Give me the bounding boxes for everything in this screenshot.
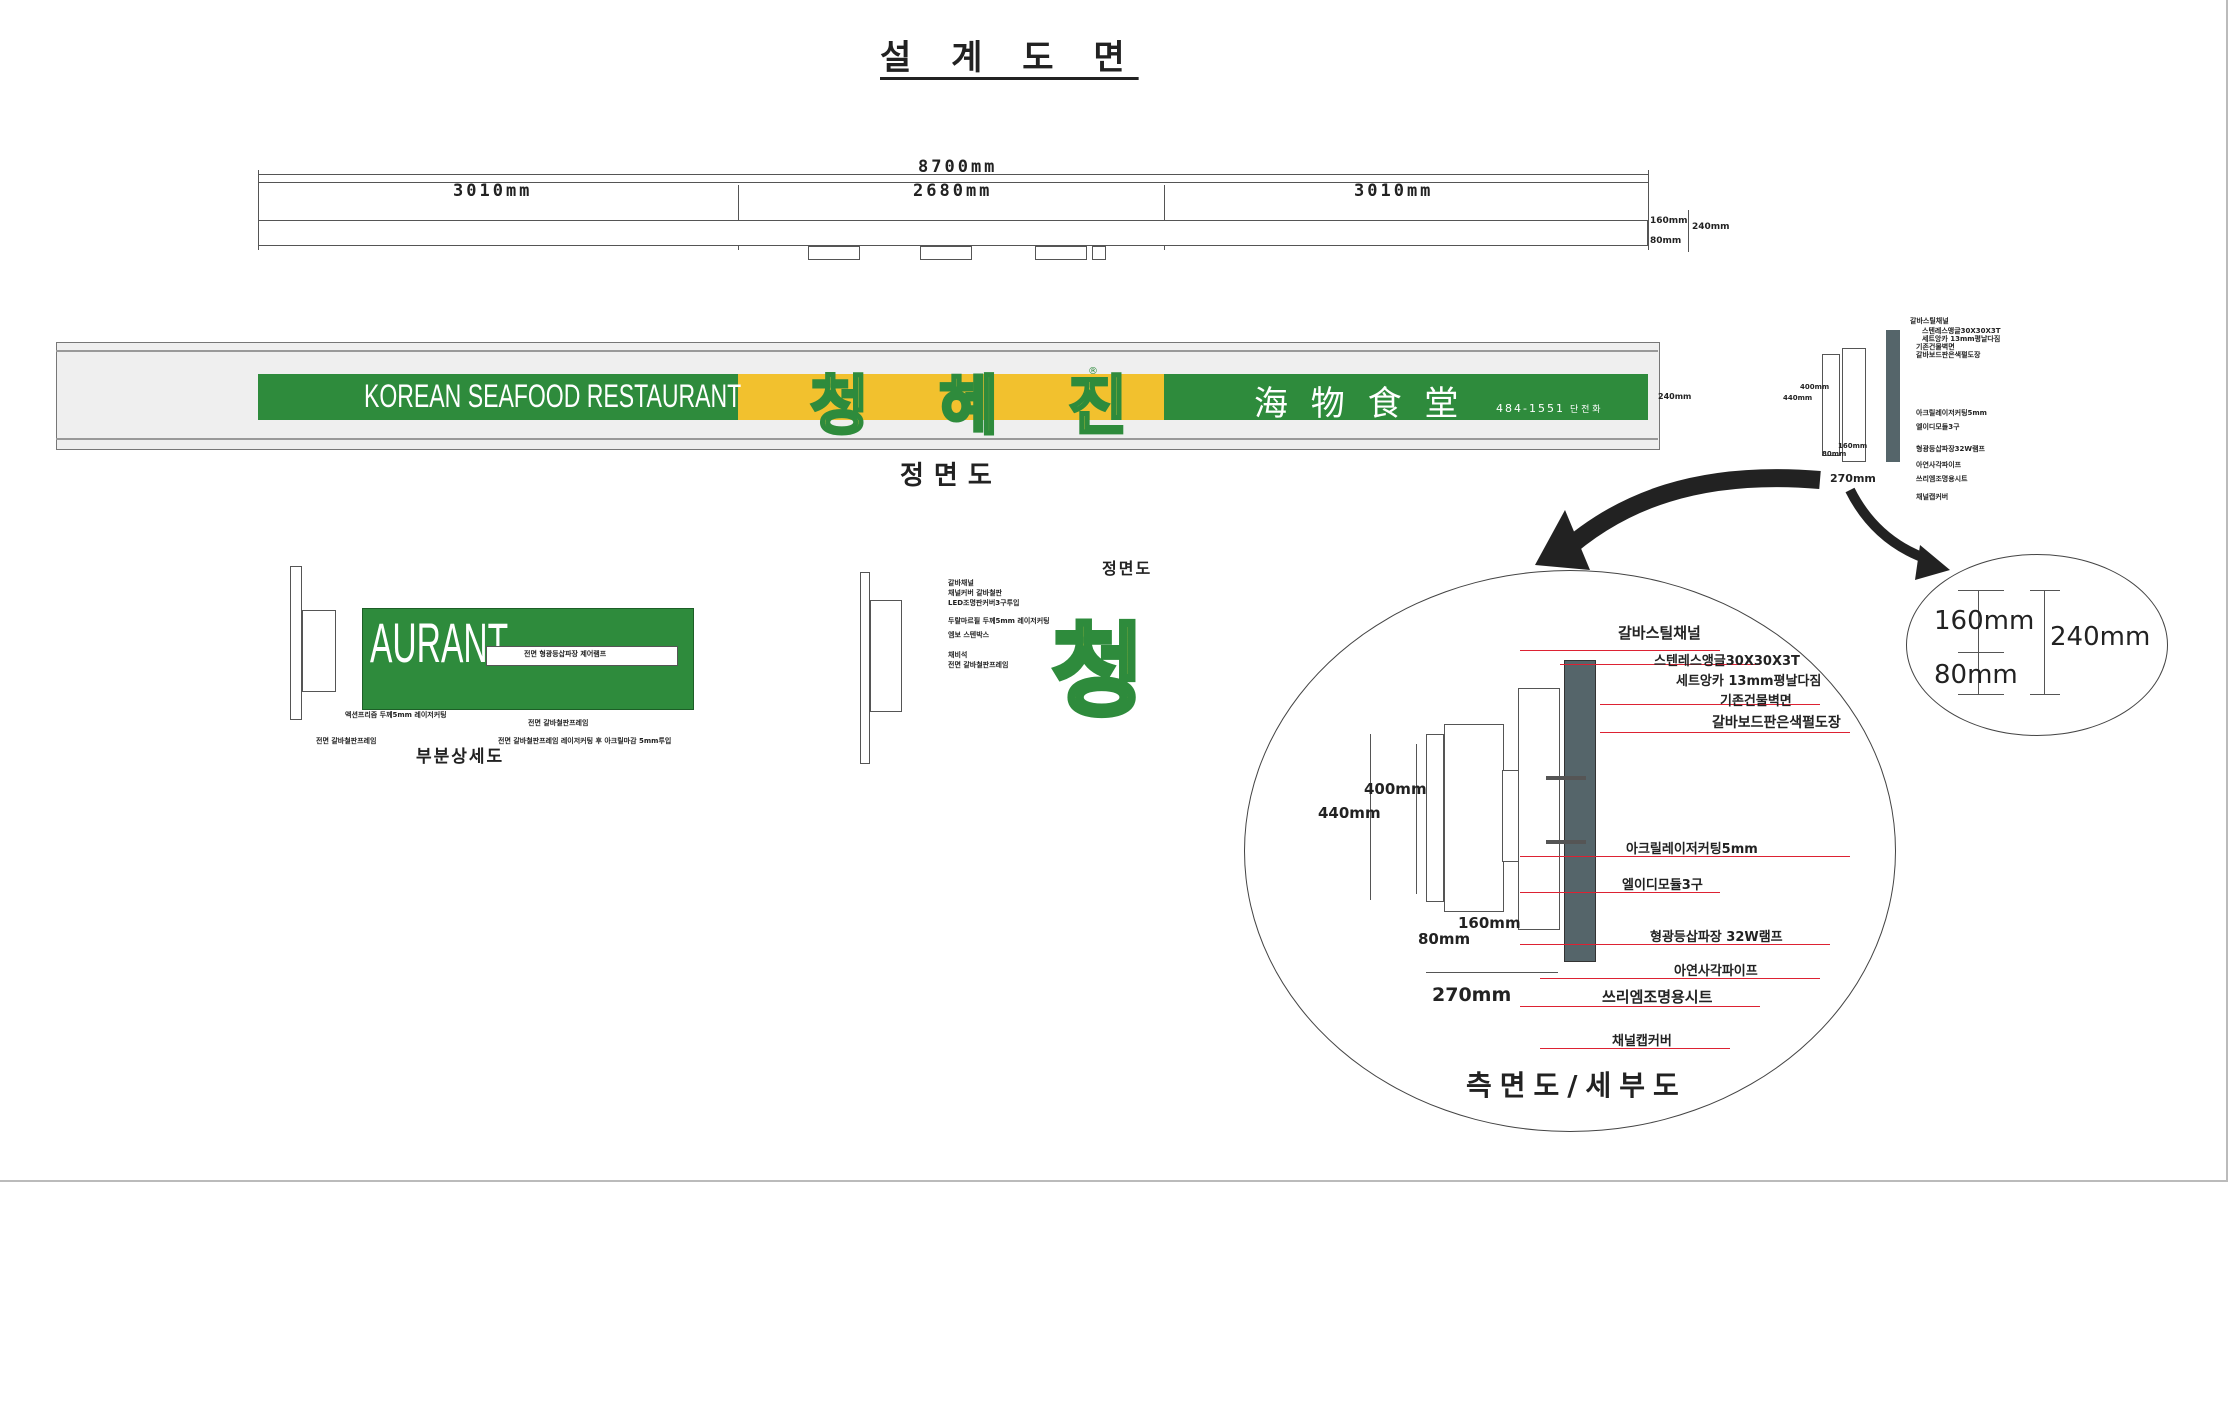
- letter-caption: 정면도: [1102, 559, 1153, 578]
- circle-caption: 측면도/세부도: [1466, 1069, 1687, 1102]
- sign-top-view: [258, 220, 1648, 246]
- wall-panel: [1886, 330, 1900, 462]
- letter-char: 청: [1050, 611, 1147, 733]
- dim-right: 3010mm: [1354, 181, 1434, 201]
- circle-wall-panel: [1564, 660, 1596, 962]
- arrows: [1535, 469, 1950, 580]
- detail-circle: [1244, 570, 1896, 1132]
- page-title: 설 계 도 면: [880, 38, 1139, 78]
- hanja-name: 海 物 食 堂: [1254, 384, 1465, 424]
- korean-name: 청 혜 진: [808, 369, 1152, 446]
- small-circle: [1906, 554, 2168, 736]
- phone-number: 484-1551: [1496, 402, 1565, 415]
- english-name: KOREAN SEAFOOD RESTAURANT: [364, 378, 742, 414]
- yellow-band: [738, 374, 1164, 420]
- dim-middle: 2680mm: [913, 181, 993, 201]
- partial-caption: 부분상세도: [416, 747, 505, 767]
- front-caption: 정면도: [900, 461, 1002, 491]
- dim-total: 8700mm: [918, 157, 998, 177]
- drawing-sheet: 설 계 도 면 8700mm 3010mm 2680mm 3010mm 160m…: [0, 0, 2228, 1182]
- dim-left: 3010mm: [453, 181, 533, 201]
